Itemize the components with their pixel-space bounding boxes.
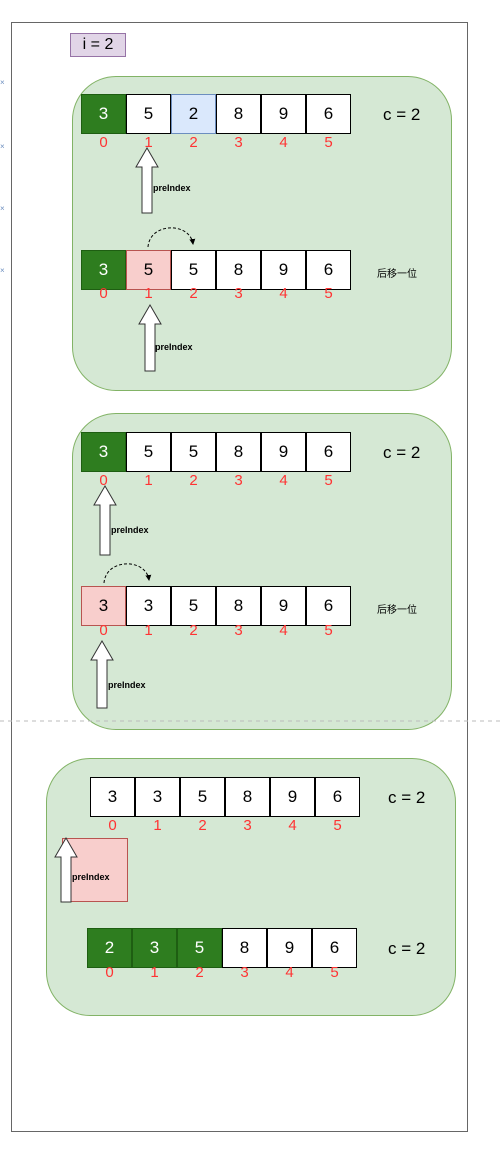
index-label: 4 xyxy=(288,817,297,834)
edge-marker-icon: × xyxy=(0,266,5,275)
array-cell: 3 xyxy=(126,586,171,626)
array-cell: 6 xyxy=(312,928,357,968)
array-cell: 5 xyxy=(171,250,216,290)
index-label: 3 xyxy=(234,285,243,302)
index-label: 3 xyxy=(243,817,252,834)
c-value-label: c = 2 xyxy=(388,788,426,807)
array-cell: 6 xyxy=(306,586,351,626)
index-label: 1 xyxy=(144,285,153,302)
up-arrow-icon xyxy=(138,304,162,372)
index-label: 5 xyxy=(324,472,333,489)
array-cell: 5 xyxy=(126,250,171,290)
array-cell: 6 xyxy=(306,94,351,134)
index-label: 0 xyxy=(105,964,114,981)
array-cell: 3 xyxy=(81,250,126,290)
array-cell: 3 xyxy=(81,94,126,134)
index-label: 0 xyxy=(99,285,108,302)
index-label: 1 xyxy=(150,964,159,981)
array-cell: 5 xyxy=(126,94,171,134)
index-label: 0 xyxy=(99,622,108,639)
array-cell: 3 xyxy=(90,777,135,817)
c-value-label: c = 2 xyxy=(383,443,421,462)
array-cell: 9 xyxy=(261,250,306,290)
c-value-label: c = 2 xyxy=(383,105,421,124)
index-label: 5 xyxy=(333,817,342,834)
preindex-label: preIndex xyxy=(155,342,193,352)
index-label: 4 xyxy=(279,622,288,639)
index-label: 2 xyxy=(189,622,198,639)
array-cell: 6 xyxy=(306,432,351,472)
array-cell: 5 xyxy=(171,432,216,472)
index-label: 5 xyxy=(330,964,339,981)
c-value-label: c = 2 xyxy=(388,939,426,958)
up-arrow-icon xyxy=(90,640,114,709)
index-label: 3 xyxy=(234,134,243,151)
array-cell: 9 xyxy=(267,928,312,968)
preindex-label: preIndex xyxy=(108,680,146,690)
outer-frame xyxy=(11,22,468,1132)
array-cell: 3 xyxy=(81,432,126,472)
index-label: 1 xyxy=(144,472,153,489)
edge-marker-icon: × xyxy=(0,142,5,151)
array-cell: 8 xyxy=(216,432,261,472)
index-label: 0 xyxy=(99,134,108,151)
index-label: 1 xyxy=(144,622,153,639)
index-label: 5 xyxy=(324,285,333,302)
array-cell: 5 xyxy=(171,586,216,626)
preindex-label: preIndex xyxy=(111,525,149,535)
array-cell: 5 xyxy=(177,928,222,968)
array-cell: 3 xyxy=(135,777,180,817)
index-label: 0 xyxy=(99,472,108,489)
up-arrow-icon xyxy=(135,147,159,214)
shift-arrow-icon xyxy=(103,563,152,584)
array-cell: 3 xyxy=(81,586,126,626)
edge-marker-icon: × xyxy=(0,78,5,87)
shift-right-label: 后移一位 xyxy=(377,605,417,616)
index-label: 0 xyxy=(108,817,117,834)
index-label: 3 xyxy=(240,964,249,981)
array-cell: 6 xyxy=(306,250,351,290)
index-label: 2 xyxy=(198,817,207,834)
index-label: 2 xyxy=(195,964,204,981)
array-cell: 8 xyxy=(225,777,270,817)
array-cell: 6 xyxy=(315,777,360,817)
array-cell: 2 xyxy=(87,928,132,968)
index-label: 2 xyxy=(189,472,198,489)
index-label: 4 xyxy=(279,134,288,151)
array-cell: 5 xyxy=(126,432,171,472)
array-cell: 8 xyxy=(216,94,261,134)
array-cell: 9 xyxy=(261,586,306,626)
iteration-label: i = 2 xyxy=(70,33,126,57)
index-label: 5 xyxy=(324,134,333,151)
index-label: 2 xyxy=(189,134,198,151)
preindex-out-of-bounds-box xyxy=(62,838,128,902)
index-label: 3 xyxy=(234,622,243,639)
index-label: 1 xyxy=(153,817,162,834)
up-arrow-icon xyxy=(93,485,117,556)
index-label: 2 xyxy=(189,285,198,302)
index-label: 3 xyxy=(234,472,243,489)
up-arrow-icon xyxy=(54,837,78,903)
index-label: 4 xyxy=(279,285,288,302)
array-cell: 9 xyxy=(261,94,306,134)
index-label: 4 xyxy=(279,472,288,489)
array-cell: 8 xyxy=(216,250,261,290)
array-cell: 2 xyxy=(171,94,216,134)
array-cell: 8 xyxy=(222,928,267,968)
array-cell: 3 xyxy=(132,928,177,968)
preindex-label: preIndex xyxy=(153,183,191,193)
array-cell: 9 xyxy=(261,432,306,472)
array-cell: 9 xyxy=(270,777,315,817)
array-cell: 5 xyxy=(180,777,225,817)
edge-marker-icon: × xyxy=(0,204,5,213)
shift-right-label: 后移一位 xyxy=(377,269,417,280)
index-label: 5 xyxy=(324,622,333,639)
index-label: 1 xyxy=(144,134,153,151)
index-label: 4 xyxy=(285,964,294,981)
shift-arrow-icon xyxy=(147,227,196,248)
array-cell: 8 xyxy=(216,586,261,626)
preindex-label: preIndex xyxy=(72,872,110,882)
